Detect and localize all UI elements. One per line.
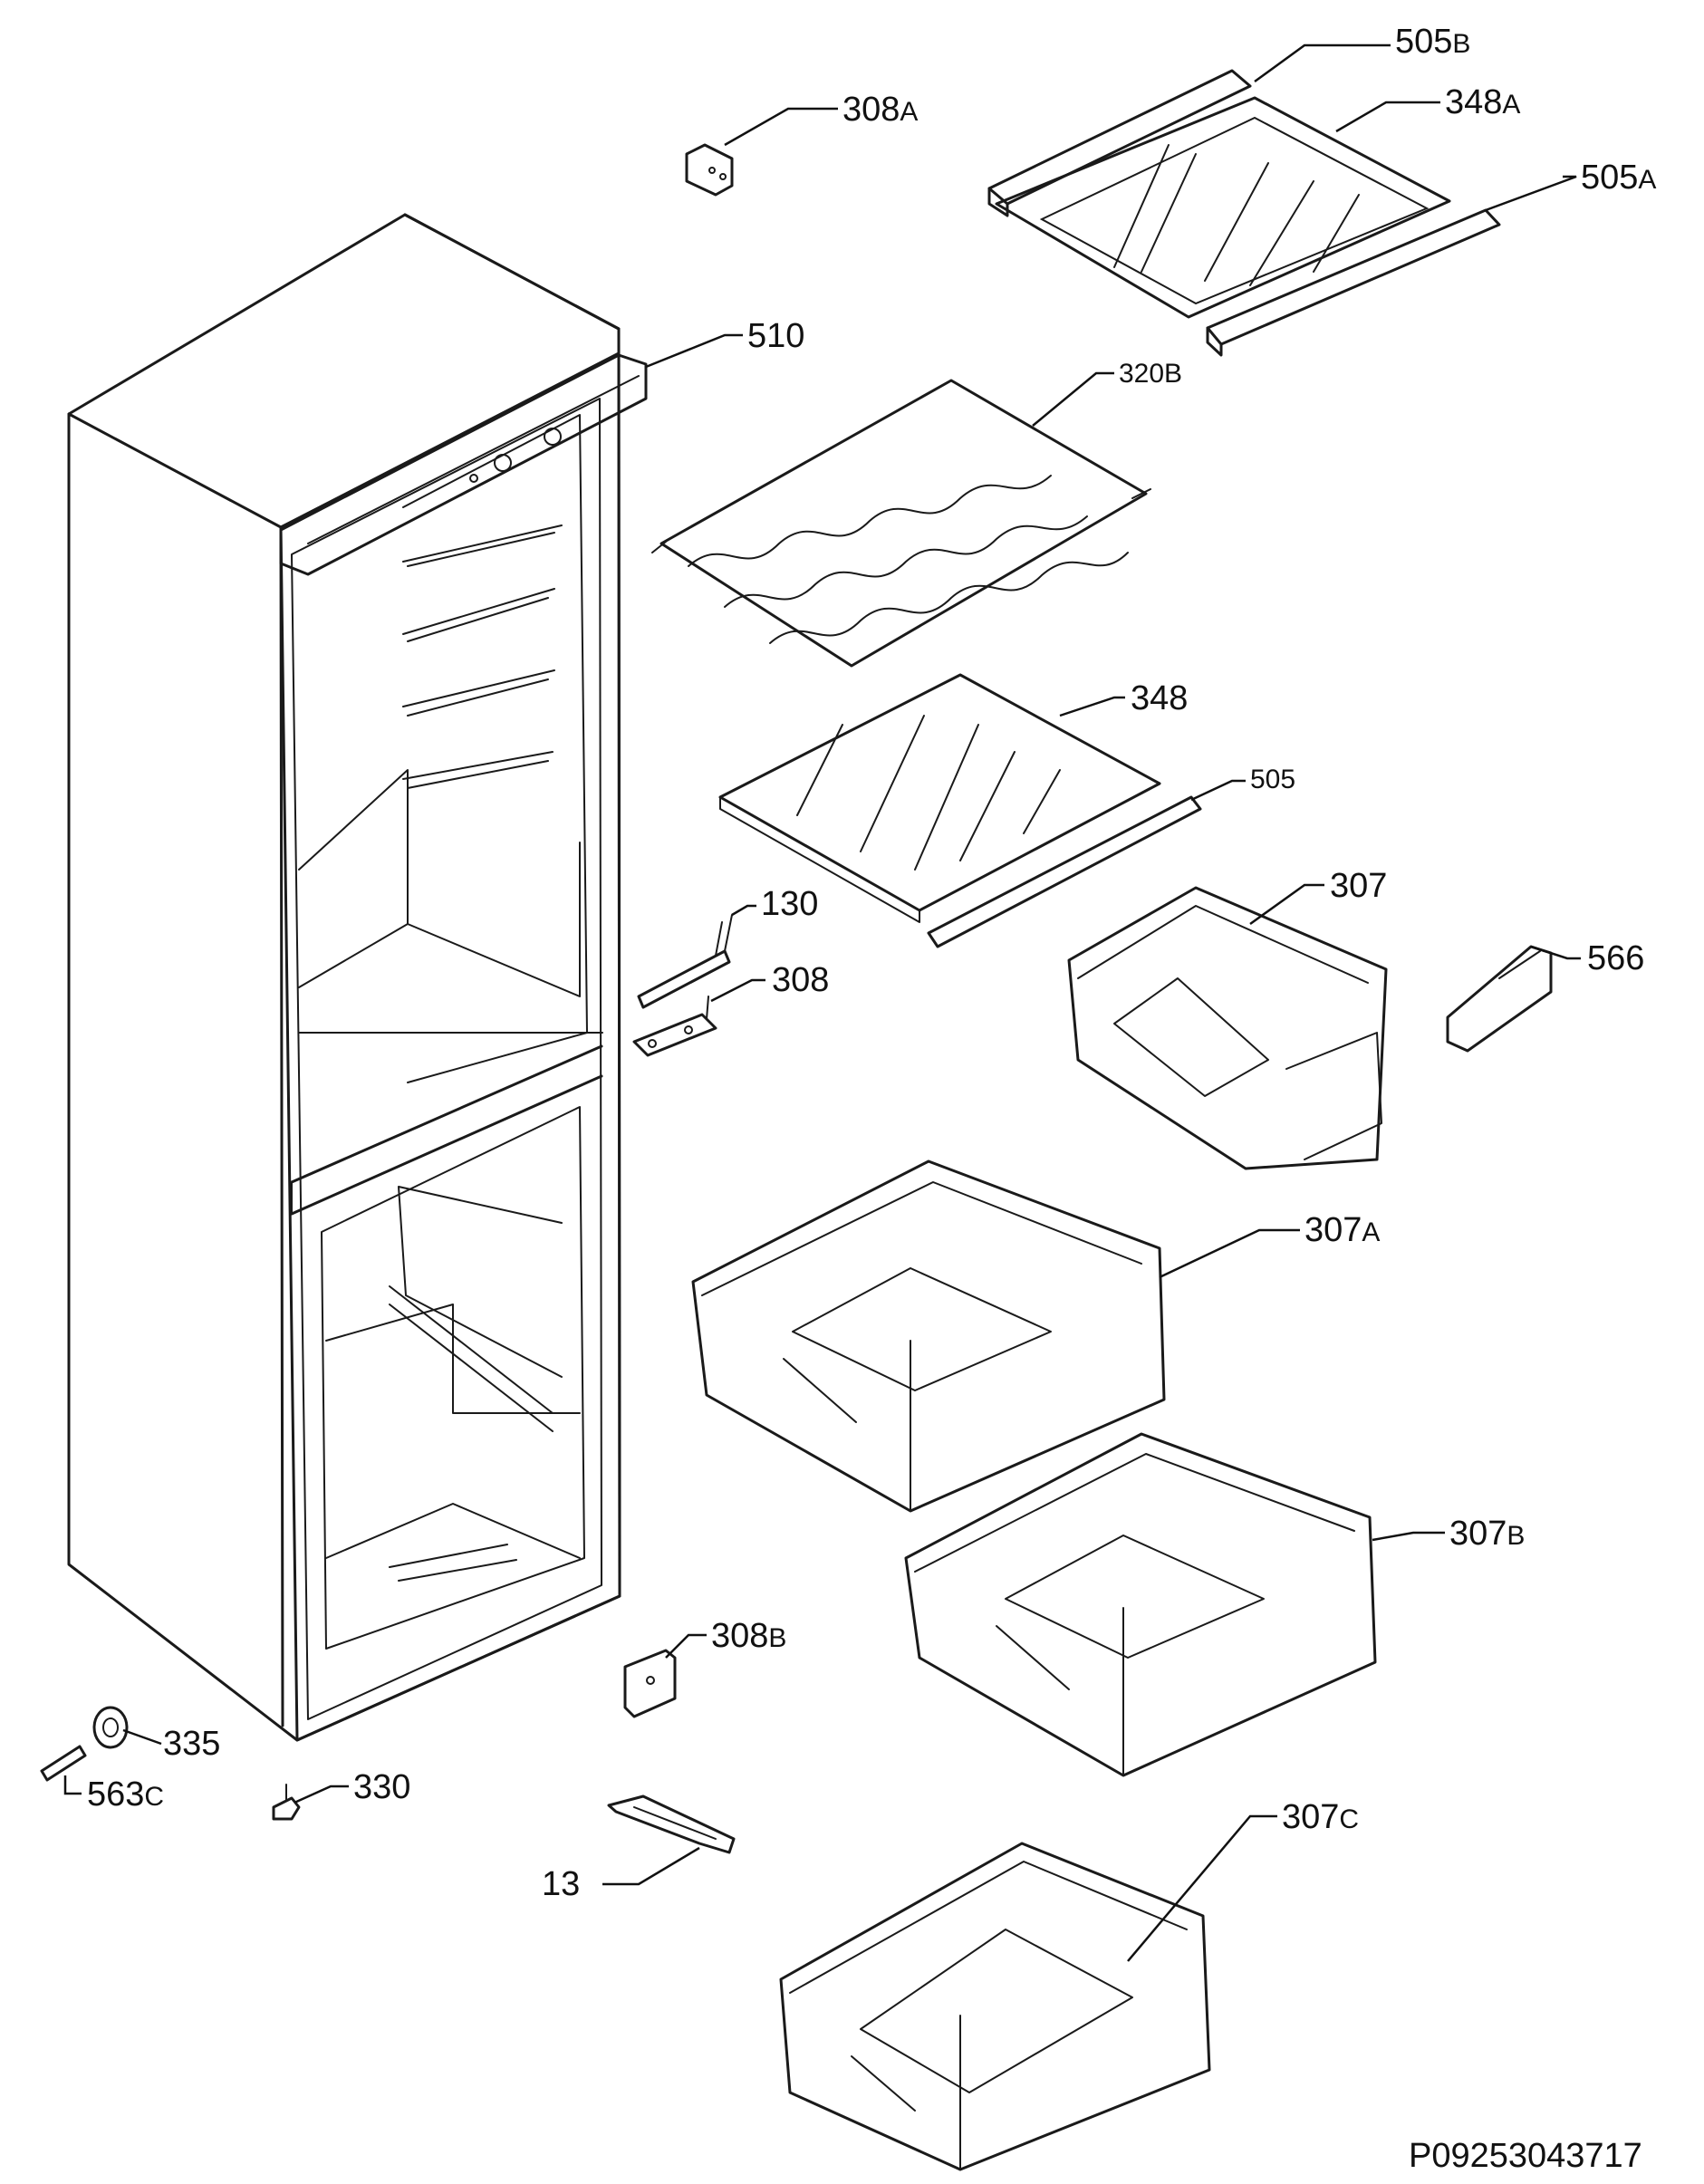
label-330: 330 bbox=[353, 1768, 410, 1806]
part-330-leveller bbox=[272, 1784, 301, 1821]
label-308A: 308A bbox=[842, 91, 918, 129]
wine-rack-320B bbox=[651, 379, 1151, 668]
freezer-drawer-307A bbox=[691, 1159, 1166, 1513]
part-308A-bracket bbox=[685, 143, 734, 197]
label-308: 308 bbox=[772, 961, 829, 999]
shelf-rail-505A bbox=[1206, 208, 1501, 357]
label-307A: 307A bbox=[1304, 1211, 1380, 1249]
label-308B: 308B bbox=[711, 1617, 786, 1655]
label-130: 130 bbox=[761, 885, 818, 923]
part-308B-hinge bbox=[623, 1649, 677, 1718]
label-348A: 348A bbox=[1445, 83, 1520, 121]
label-335: 335 bbox=[163, 1725, 220, 1763]
label-510: 510 bbox=[747, 317, 804, 355]
part-labels: 308A 505B 348A 505A 510 320B 348 505 130… bbox=[87, 23, 1656, 1903]
label-307B: 307B bbox=[1449, 1515, 1525, 1553]
leader-lines bbox=[63, 43, 1581, 1962]
part-130-cover bbox=[637, 914, 733, 1009]
label-348: 348 bbox=[1131, 679, 1188, 717]
shelf-rail-505 bbox=[927, 795, 1202, 948]
label-13: 13 bbox=[542, 1865, 580, 1903]
part-563C-pin bbox=[40, 1745, 87, 1782]
freezer-drawer-307B bbox=[904, 1432, 1377, 1777]
shelf-rail-505B bbox=[987, 69, 1252, 217]
part-308-hinge bbox=[632, 996, 717, 1057]
refrigerator-cabinet bbox=[67, 213, 648, 1742]
diagram-code: P09253043717 bbox=[1409, 2137, 1642, 2175]
label-566: 566 bbox=[1587, 939, 1644, 977]
part-13-handle bbox=[607, 1794, 736, 1854]
label-505A: 505A bbox=[1581, 159, 1656, 197]
label-307C: 307C bbox=[1282, 1798, 1359, 1836]
label-505B: 505B bbox=[1395, 23, 1470, 61]
label-505: 505 bbox=[1250, 765, 1295, 794]
label-320B: 320B bbox=[1119, 359, 1182, 389]
label-563C: 563C bbox=[87, 1775, 164, 1814]
part-335-foot bbox=[92, 1706, 129, 1749]
part-566-clip bbox=[1446, 945, 1553, 1053]
crisper-drawer-307 bbox=[1067, 886, 1388, 1170]
label-307: 307 bbox=[1330, 867, 1387, 905]
glass-shelf-348 bbox=[718, 673, 1161, 923]
freezer-drawer-307C bbox=[779, 1842, 1211, 2171]
glass-shelf-348A bbox=[995, 96, 1451, 319]
